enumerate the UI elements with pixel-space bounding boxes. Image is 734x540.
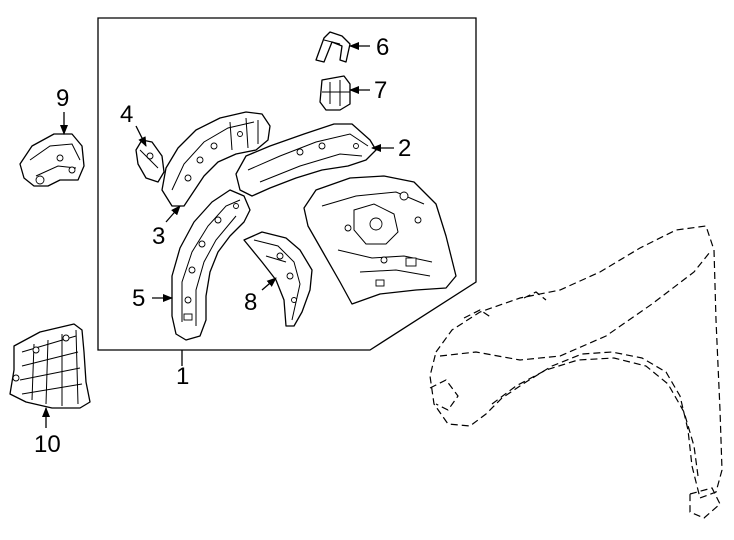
callout-9: 9 bbox=[56, 85, 69, 112]
callout-7: 7 bbox=[374, 77, 387, 104]
part-4-tab[interactable] bbox=[135, 139, 165, 183]
part-2-upper-rail[interactable] bbox=[235, 123, 377, 197]
callout-5: 5 bbox=[132, 285, 145, 312]
fender-outline bbox=[429, 225, 723, 519]
callout-4: 4 bbox=[120, 101, 133, 128]
callout-6: 6 bbox=[376, 34, 389, 61]
apron-panel[interactable] bbox=[303, 175, 457, 305]
part-9-bracket[interactable] bbox=[19, 133, 85, 187]
part-10-liner[interactable] bbox=[9, 323, 91, 409]
leader-8 bbox=[261, 277, 277, 291]
part-5-wheelhouse-arch[interactable] bbox=[171, 189, 251, 341]
callout-8: 8 bbox=[244, 289, 257, 316]
part-3-reinforcement[interactable] bbox=[161, 111, 271, 207]
callout-labels: 1 2 3 4 5 6 7 8 9 10 bbox=[34, 34, 411, 458]
part-6-clip[interactable] bbox=[315, 31, 351, 63]
leader-lines bbox=[42, 42, 394, 428]
callout-2: 2 bbox=[398, 135, 411, 162]
part-7-bracket[interactable] bbox=[319, 75, 351, 111]
callout-1: 1 bbox=[176, 363, 189, 390]
callout-10: 10 bbox=[34, 431, 61, 458]
callout-3: 3 bbox=[152, 223, 165, 250]
leader-3 bbox=[165, 205, 181, 223]
assembly-frame bbox=[97, 17, 477, 351]
leader-4 bbox=[135, 125, 147, 147]
